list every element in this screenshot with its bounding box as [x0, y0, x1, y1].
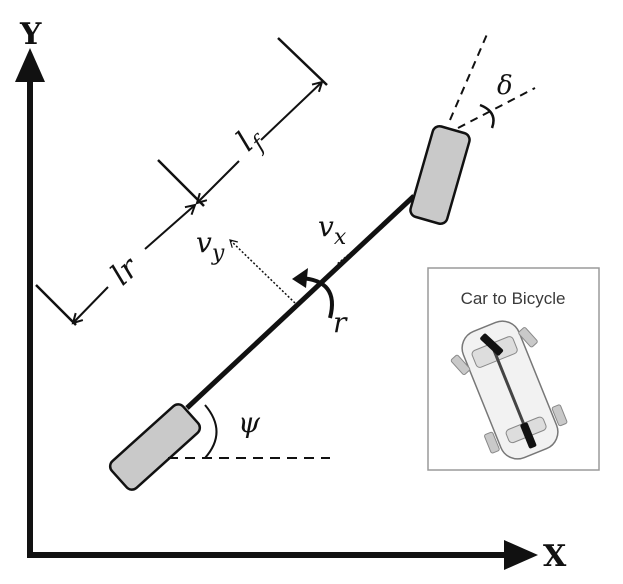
wheel-axis-extension [449, 31, 489, 121]
car-top-view [450, 320, 568, 460]
y-axis-label: Y [19, 17, 42, 52]
vx-vector [337, 235, 373, 265]
car-to-bicycle-inset: Car to Bicycle [427, 267, 600, 471]
dimension-lines: lf lr [35, 37, 328, 326]
yaw-rate-indicator: r [292, 268, 348, 339]
car-wheel-front-left [450, 354, 471, 375]
delta-angle-arc [479, 103, 495, 129]
lf-label: lf [230, 118, 273, 163]
vehicle-axis-extension [457, 87, 536, 129]
psi-angle-arc [204, 404, 218, 459]
vehicle-body-line [185, 194, 416, 410]
steering-angle-indicator: δ [449, 31, 536, 129]
lr-dimension-arrow-front [144, 205, 195, 250]
psi-label: ψ [238, 406, 261, 439]
front-wheel [409, 124, 471, 226]
lf-dimension-arrow-front [260, 82, 322, 141]
inset-title: Car to Bicycle [461, 289, 566, 308]
lr-label: lr [104, 250, 146, 293]
x-axis-label: X [543, 539, 567, 574]
y-axis-arrowhead [15, 48, 45, 82]
velocity-vectors: vx vy [196, 210, 373, 304]
rear-wheel [108, 403, 202, 491]
r-label: r [333, 306, 348, 339]
yaw-rate-arrowhead [292, 268, 308, 288]
vy-vector [229, 239, 296, 304]
x-axis-arrowhead [504, 540, 538, 570]
front-end-tick [277, 37, 328, 86]
center-of-gravity-tick [157, 159, 205, 207]
bicycle-rear-wheel [520, 422, 537, 449]
lf-dimension-arrow-rear [197, 160, 240, 203]
car-wheel-front-right [518, 327, 538, 348]
rear-end-tick [35, 284, 77, 326]
delta-label: δ [497, 71, 513, 101]
coordinate-axes: Y X [15, 17, 567, 574]
vy-label: vy [196, 226, 225, 266]
lr-dimension-arrow-rear [73, 286, 109, 323]
car-wheel-rear-right [551, 404, 568, 427]
car-wheel-rear-left [484, 431, 500, 454]
vx-label: vx [318, 210, 347, 250]
bicycle-axis-line [490, 344, 530, 436]
bicycle-front-wheel [480, 333, 504, 356]
